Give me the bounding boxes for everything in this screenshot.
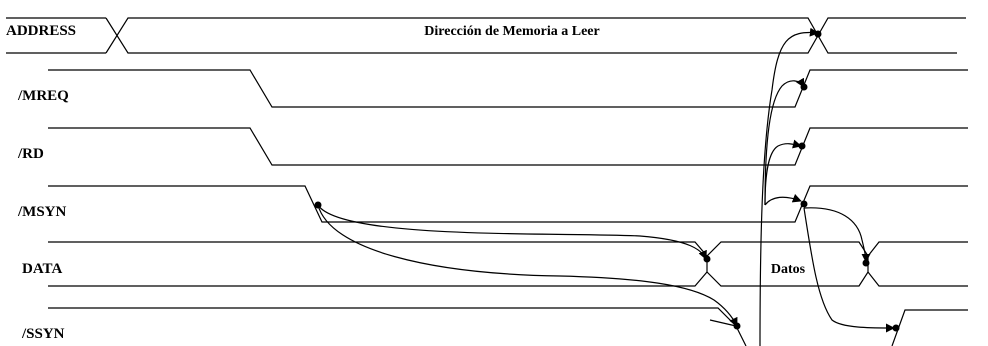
rd-waveform (48, 127, 968, 166)
event-dot (703, 255, 711, 263)
data-waveform (48, 241, 968, 287)
data-bus-label: Datos (771, 262, 806, 277)
event-dot (800, 83, 808, 91)
signal-label-rd: /RD (17, 146, 44, 162)
event-dot (862, 259, 870, 267)
ssyn-waveform (48, 307, 968, 346)
address-waveform (6, 17, 966, 54)
event-dot (892, 324, 900, 332)
address-bus-label: Dirección de Memoria a Leer (424, 24, 599, 39)
event-dot (798, 142, 806, 150)
mreq-waveform (48, 69, 968, 108)
signal-label-address: ADDRESS (6, 23, 76, 39)
ssyn-transition (709, 319, 737, 327)
event-dot (733, 322, 741, 330)
signal-label-msyn: /MSYN (17, 204, 67, 220)
msyn-waveform (48, 185, 968, 223)
signal-label-mreq: /MREQ (17, 88, 69, 104)
causality-arrows (317, 27, 895, 346)
event-dot (800, 200, 808, 208)
signal-label-ssyn: /SSYN (21, 326, 65, 342)
event-dots (314, 30, 900, 332)
signal-label-data: DATA (22, 261, 62, 277)
event-dot (814, 30, 822, 38)
event-dot (314, 201, 322, 209)
